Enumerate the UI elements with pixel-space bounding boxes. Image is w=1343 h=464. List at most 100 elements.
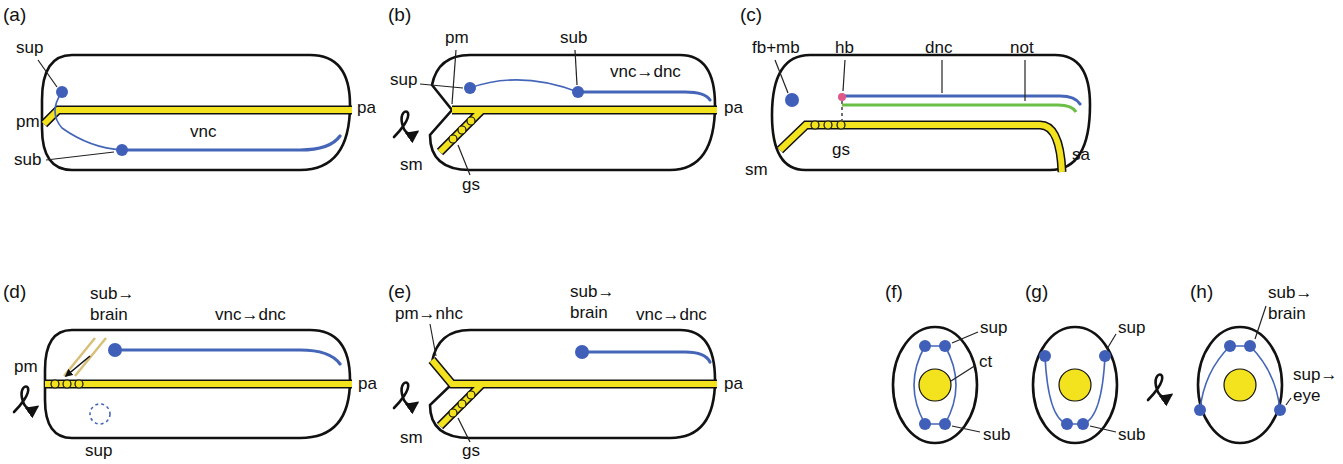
panel-d-part (45, 380, 352, 389)
panel-d (14, 330, 352, 438)
panel-c-part (843, 60, 845, 91)
panel-a-part (46, 152, 114, 160)
part-label: sup→ eye (1293, 365, 1339, 406)
panel-b-part (458, 145, 470, 175)
panel-a-part (55, 92, 122, 150)
panel-f-part (919, 369, 951, 401)
part-label: pa (724, 374, 743, 395)
panel-c-part (785, 93, 799, 107)
panel-b-part (578, 92, 710, 100)
part-label: vnc→dnc (636, 305, 707, 326)
panel-b-part (458, 126, 466, 134)
panel-b-part (572, 86, 584, 98)
part-label: sm (400, 155, 423, 176)
panel-g-part (1148, 374, 1171, 400)
part-label: fb+mb (752, 38, 800, 59)
panel-d-part (45, 381, 352, 387)
panel-b-part (575, 50, 577, 85)
panel-e-part (394, 382, 417, 408)
part-label: pa (724, 98, 743, 119)
panel-b-part (452, 50, 456, 104)
part-label: sup (390, 70, 417, 91)
panel-a-part (38, 60, 57, 87)
panel-letter: (f) (885, 280, 903, 303)
panel-f-part (914, 346, 956, 424)
part-label: gs (832, 140, 850, 161)
panel-c-part (780, 125, 1062, 172)
panel-h-part (1244, 340, 1256, 352)
part-label: vnc→dnc (610, 62, 681, 83)
part-label: sub→ brain (570, 282, 618, 323)
panel-c-part (837, 121, 845, 129)
panel-h-part (1286, 398, 1291, 405)
panel-c-part (842, 96, 1080, 104)
panel-a-part (122, 136, 340, 150)
panel-c-part (824, 121, 832, 129)
panel-h-part (1224, 369, 1256, 401)
panel-a-part (44, 110, 352, 124)
panel-e-part (575, 345, 589, 359)
part-label: pm (445, 28, 469, 49)
panel-f (893, 327, 980, 443)
part-label: not (1010, 38, 1034, 59)
panel-a-part (56, 86, 68, 98)
panel-f-part (919, 340, 931, 352)
panel-b-part (420, 84, 463, 88)
panel-c-part (838, 93, 846, 101)
panel-d-part (51, 380, 59, 388)
part-label: sup (16, 38, 43, 59)
part-label: dnc (925, 38, 952, 59)
panel-b-part (440, 110, 717, 152)
part-label: pm (16, 112, 40, 133)
part-label: sm (745, 160, 768, 181)
part-label: sub→ brain (1268, 283, 1316, 324)
panel-letter: (e) (388, 280, 411, 303)
panel-g-part (1077, 418, 1089, 430)
panel-e-part (430, 324, 436, 356)
part-label: sub (983, 425, 1010, 446)
part-label: sup (1118, 318, 1145, 339)
part-label: sa (1072, 145, 1090, 166)
part-label: vnc (190, 122, 216, 143)
part-label: gs (462, 441, 480, 462)
panel-c-part (780, 125, 1062, 172)
panel-b-part (464, 82, 476, 94)
panel-c-part (941, 60, 942, 93)
panel-a (38, 55, 352, 170)
panel-b (394, 50, 717, 175)
panel-f-part (952, 332, 978, 343)
panel-d-part (108, 343, 122, 357)
part-label: vnc→dnc (215, 305, 286, 326)
part-label: sm (400, 428, 423, 449)
panel-b-part (467, 117, 475, 125)
panel-d-part (64, 338, 106, 376)
panel-letter: (d) (3, 280, 26, 303)
part-label: ct (979, 352, 992, 373)
panel-d-part (14, 386, 37, 412)
panel-e-part (432, 360, 717, 426)
panel-g-part (1107, 334, 1116, 349)
panel-a-part (116, 144, 128, 156)
part-label: pa (357, 98, 376, 119)
panel-c-part (772, 55, 1090, 170)
panel-d-part (66, 356, 90, 376)
panel-f-part (939, 340, 951, 352)
panel-h-part (1274, 404, 1286, 416)
panel-f-part (939, 418, 951, 430)
panel-b-part (449, 135, 457, 143)
panel-h (1194, 306, 1291, 443)
panel-e-part (467, 391, 475, 399)
panel-c-part (811, 121, 819, 129)
panel-d-part (90, 404, 110, 424)
panel-g-part (1045, 356, 1105, 424)
panel-d-part (115, 350, 340, 364)
panel-letter: (g) (1025, 280, 1048, 303)
panel-e (394, 324, 717, 442)
panel-d-part (63, 380, 71, 388)
part-label: sub→ brain (90, 284, 138, 325)
panel-letter: (c) (740, 3, 762, 26)
panel-e-part (449, 409, 457, 417)
panel-g-part (1059, 369, 1091, 401)
panel-e-part (432, 360, 717, 426)
panel-b-part (470, 80, 578, 92)
